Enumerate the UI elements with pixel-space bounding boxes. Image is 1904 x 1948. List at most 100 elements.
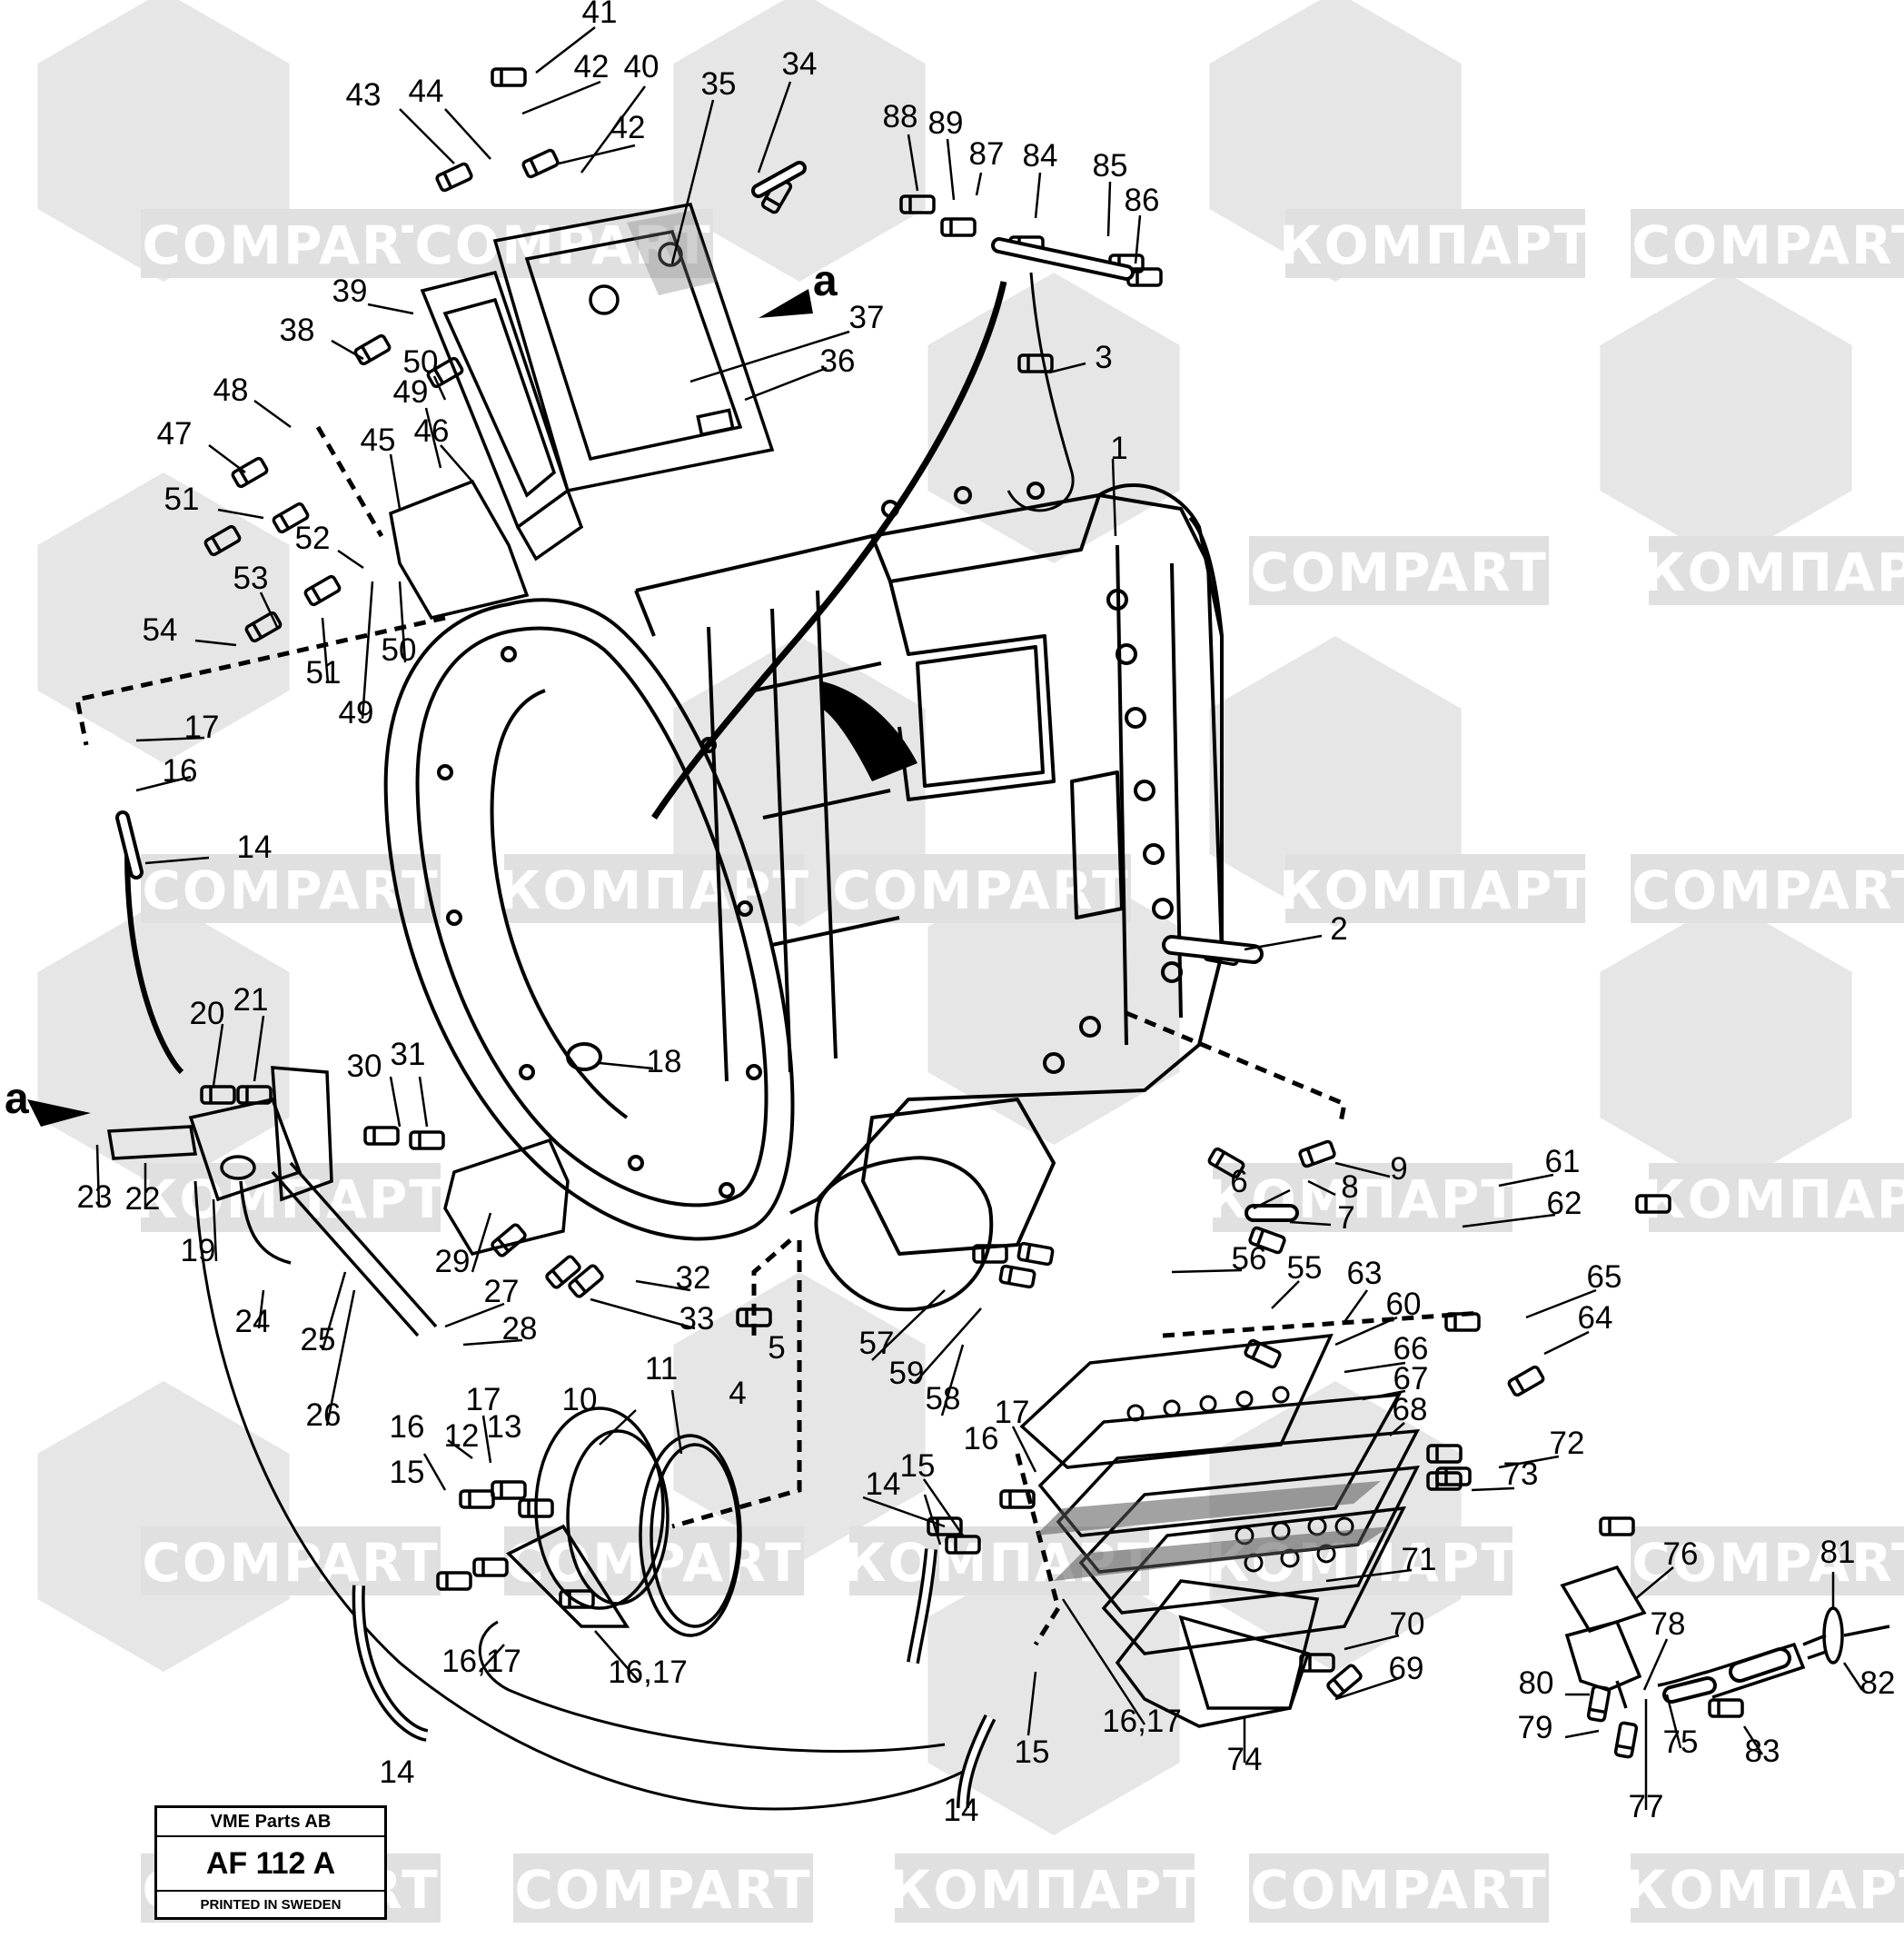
- fastener: [1426, 1471, 1463, 1491]
- fastener: [426, 356, 464, 389]
- part-number-label: 66: [1393, 1331, 1429, 1367]
- leader-line: [471, 1212, 492, 1273]
- leader-line: [1034, 172, 1042, 219]
- stamp-printed: PRINTED IN SWEDEN: [200, 1897, 342, 1913]
- leader-line: [389, 453, 402, 510]
- fastener: [1016, 1241, 1055, 1267]
- fastener: [1326, 1664, 1363, 1698]
- watermark-text: КОМПАРТ: [888, 1859, 1201, 1921]
- watermark-band: [1631, 1854, 1904, 1923]
- leader-line: [259, 591, 279, 628]
- part-number-label: 45: [361, 422, 396, 458]
- part-number-label: 54: [143, 612, 178, 648]
- watermark-band: [895, 1854, 1195, 1923]
- fastener: [1444, 1312, 1481, 1332]
- part-number-label: 42: [610, 110, 646, 145]
- watermark-band: [1631, 209, 1904, 278]
- part-number-label: 28: [502, 1311, 538, 1347]
- part-number-label: 31: [391, 1037, 426, 1072]
- part-number-label: 21: [233, 982, 269, 1018]
- view-marker-a-left: a: [5, 1075, 91, 1127]
- leader-line: [940, 1344, 965, 1416]
- part-number-label: 71: [1402, 1542, 1437, 1577]
- part-number-label: 73: [1503, 1456, 1539, 1492]
- fastener: [1298, 1139, 1336, 1168]
- leader-line: [1634, 1566, 1674, 1600]
- leader-line: [1048, 362, 1086, 374]
- leader-line: [1543, 1330, 1590, 1356]
- part-number-label: 14: [866, 1466, 901, 1502]
- leader-line: [1564, 1729, 1600, 1739]
- part-number-label: 74: [1227, 1742, 1263, 1777]
- part-number-label: 43: [346, 77, 382, 113]
- hose-return: [478, 1620, 946, 1753]
- part-number-label: 26: [306, 1397, 342, 1433]
- leader-line: [558, 144, 636, 165]
- leader-line: [424, 407, 442, 469]
- transmission-housing: [383, 482, 1224, 1312]
- part-number-label: 51: [306, 655, 342, 691]
- leader-line: [535, 26, 596, 74]
- leader-line: [321, 1271, 347, 1351]
- watermark-band: [1285, 209, 1585, 278]
- watermark-hexagon: [37, 472, 290, 763]
- leader-line: [670, 1389, 683, 1455]
- part-number-label: 16: [163, 753, 198, 789]
- fastener: [231, 456, 269, 489]
- part-number-label: 8: [1341, 1169, 1358, 1205]
- part-number-label: 17: [466, 1382, 501, 1417]
- dipstick-pipe: [651, 281, 1007, 820]
- leader-line: [871, 1289, 946, 1361]
- fastener: [1244, 1338, 1282, 1369]
- part-number-label: 13: [487, 1409, 522, 1445]
- part-number-label: 84: [1023, 138, 1058, 174]
- stamp-company: VME Parts AB: [157, 1808, 384, 1837]
- watermark-hexagon: [1600, 273, 1852, 563]
- watermark-band: [1249, 1854, 1549, 1923]
- part-number-label: 58: [926, 1381, 961, 1416]
- part-number-label: 75: [1663, 1724, 1699, 1760]
- part-number-label: 25: [301, 1322, 336, 1357]
- leader-line: [208, 444, 246, 473]
- part-number-label: 1: [1110, 431, 1127, 466]
- part-number-label: 33: [679, 1301, 715, 1337]
- part-number-label: 42: [574, 49, 610, 84]
- leader-line: [914, 1307, 982, 1384]
- leader-line: [1525, 1288, 1597, 1319]
- part-number-label: 12: [444, 1418, 480, 1454]
- watermark-text: COMPART: [142, 860, 439, 921]
- fastener: [521, 148, 560, 179]
- part-number-label: 38: [280, 313, 315, 348]
- fastener: [518, 1498, 554, 1518]
- part-number-label: 49: [393, 374, 429, 410]
- part-number-label: 16,17: [1102, 1704, 1182, 1739]
- part-number-label: 24: [235, 1304, 271, 1339]
- part-number-label: 15: [900, 1448, 936, 1484]
- leader-line: [1134, 214, 1142, 264]
- part-number-label: 69: [1389, 1651, 1424, 1686]
- leader-line: [212, 1023, 224, 1087]
- title-stamp: VME Parts AB AF 112 A PRINTED IN SWEDEN: [154, 1805, 387, 1920]
- fastener: [1207, 1147, 1245, 1179]
- leader-line: [135, 736, 205, 742]
- hose-outline-long: [193, 1180, 964, 1811]
- svg-text:a: a: [813, 257, 838, 305]
- leader-line: [1171, 1268, 1243, 1274]
- leader-line: [418, 1076, 429, 1128]
- fastener: [472, 1557, 509, 1577]
- leader-line: [946, 138, 956, 201]
- watermark-band: [1649, 536, 1904, 605]
- leader-line: [257, 1289, 265, 1329]
- part-number-label: 11: [645, 1351, 678, 1386]
- housing-shadow: [822, 681, 917, 781]
- leader-line: [635, 1279, 691, 1292]
- part-number-label: 80: [1519, 1665, 1554, 1701]
- fastener: [244, 611, 283, 643]
- part-number-label: 22: [125, 1181, 161, 1217]
- watermark-band: [141, 1526, 441, 1595]
- part-number-label: 40: [624, 49, 659, 84]
- leader-line: [212, 1198, 218, 1262]
- leader-line: [521, 80, 601, 115]
- leader-line: [1253, 1188, 1291, 1210]
- part-number-label: 79: [1518, 1710, 1553, 1745]
